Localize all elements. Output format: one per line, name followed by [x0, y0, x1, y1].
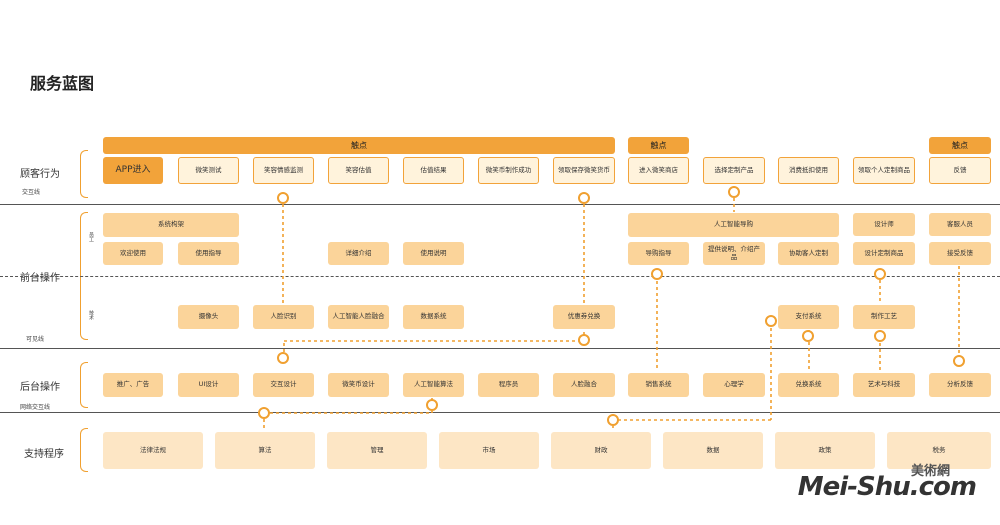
visibility-line: [0, 348, 1000, 349]
customer-action: 微笑币制作成功: [478, 157, 539, 184]
line-label-visibility: 可见线: [26, 336, 45, 343]
line-label-network: 网络交互线: [20, 404, 51, 411]
backstage-item: 艺术与科技: [853, 373, 915, 397]
front-staff-item: 接受反馈: [929, 242, 991, 265]
front-staff-group: 设计师: [853, 213, 915, 236]
connector-node: [802, 330, 814, 342]
front-staff-item: 欢迎使用: [103, 242, 163, 265]
lane-bracket-customer: [80, 150, 88, 198]
page-title: 服务蓝图: [30, 74, 95, 93]
backstage-item: 程序员: [478, 373, 539, 397]
connector-node: [651, 268, 663, 280]
connector-node: [874, 268, 886, 280]
network-interaction-line: [0, 412, 1000, 413]
support-item: 税务: [887, 432, 991, 469]
front-tech-item: 摄像头: [178, 305, 239, 329]
backstage-item: 微笑币设计: [328, 373, 389, 397]
touchpoint-bar: 触点: [103, 137, 615, 154]
customer-action: 消费抵扣使用: [778, 157, 839, 184]
connector-node: [728, 186, 740, 198]
watermark-cn: 美術網: [910, 464, 950, 479]
connector-node: [277, 352, 289, 364]
lane-label-customer: 顾客行为: [20, 169, 60, 180]
support-item: 市场: [439, 432, 539, 469]
backstage-item: 交互设计: [253, 373, 314, 397]
connector-node: [607, 414, 619, 426]
customer-action: APP进入: [103, 157, 163, 184]
connector-node: [426, 399, 438, 411]
interaction-line: [0, 204, 1000, 205]
front-staff-item: 导购指导: [628, 242, 689, 265]
line-label-interaction: 交互线: [22, 189, 41, 196]
connector-node: [578, 334, 590, 346]
front-staff-group: 客服人员: [929, 213, 991, 236]
backstage-item: 推广、广告: [103, 373, 163, 397]
lane-label-support: 支持程序: [24, 449, 64, 460]
support-item: 财政: [551, 432, 651, 469]
front-tech-label: 技术: [88, 310, 94, 320]
connector-node: [277, 192, 289, 204]
front-staff-item: 详细介绍: [328, 242, 389, 265]
backstage-item: 心理学: [703, 373, 765, 397]
front-staff-group: 人工智能导购: [628, 213, 839, 237]
support-item: 数据: [663, 432, 763, 469]
lane-label-backstage: 后台操作: [20, 382, 60, 393]
touchpoint-bar: 触点: [929, 137, 991, 154]
connector-node: [874, 330, 886, 342]
front-tech-item: 人脸识别: [253, 305, 314, 329]
lane-label-frontstage: 前台操作: [20, 273, 60, 284]
connector-node: [953, 355, 965, 367]
watermark-logo: Mei-Shu.com: [797, 472, 977, 502]
customer-action: 进入微笑商店: [628, 157, 689, 184]
front-tech-item: 制作工艺: [853, 305, 915, 329]
backstage-item: 人脸融合: [553, 373, 615, 397]
customer-action: 估值结果: [403, 157, 464, 184]
front-tech-item: 数据系统: [403, 305, 464, 329]
front-staff-group: 系统构架: [103, 213, 239, 237]
touchpoint-bar: 触点: [628, 137, 689, 154]
support-item: 管理: [327, 432, 427, 469]
customer-action: 领取保存微笑货币: [553, 157, 615, 184]
connector-node: [258, 407, 270, 419]
support-item: 法律法规: [103, 432, 203, 469]
backstage-item: 销售系统: [628, 373, 689, 397]
staff-tech-divider: [0, 276, 1000, 277]
customer-action: 笑容情感监测: [253, 157, 314, 184]
lane-bracket-support: [80, 428, 88, 472]
front-staff-item: 使用指导: [178, 242, 239, 265]
lane-bracket-backstage: [80, 362, 88, 408]
backstage-item: 兑换系统: [778, 373, 839, 397]
backstage-item: UI设计: [178, 373, 239, 397]
backstage-item: 人工智能算法: [403, 373, 464, 397]
connector-node: [578, 192, 590, 204]
backstage-item: 分析反馈: [929, 373, 991, 397]
front-staff-item: 设计定制商品: [853, 242, 915, 265]
front-tech-item: 支付系统: [778, 305, 839, 329]
customer-action: 领取个人定制商品: [853, 157, 915, 184]
front-staff-label: 员工: [88, 232, 94, 242]
connector-node: [765, 315, 777, 327]
customer-action: 微笑测试: [178, 157, 239, 184]
customer-action: 笑容估值: [328, 157, 389, 184]
front-staff-item: 使用说明: [403, 242, 464, 265]
front-tech-item: 人工智能人脸融合: [328, 305, 389, 329]
support-item: 算法: [215, 432, 315, 469]
customer-action: 选择定制产品: [703, 157, 765, 184]
support-item: 政策: [775, 432, 875, 469]
front-tech-item: 优惠券兑换: [553, 305, 615, 329]
front-staff-item: 协助客人定制: [778, 242, 839, 265]
front-staff-item: 提供说明、介绍产品: [703, 242, 765, 265]
customer-action: 反馈: [929, 157, 991, 184]
